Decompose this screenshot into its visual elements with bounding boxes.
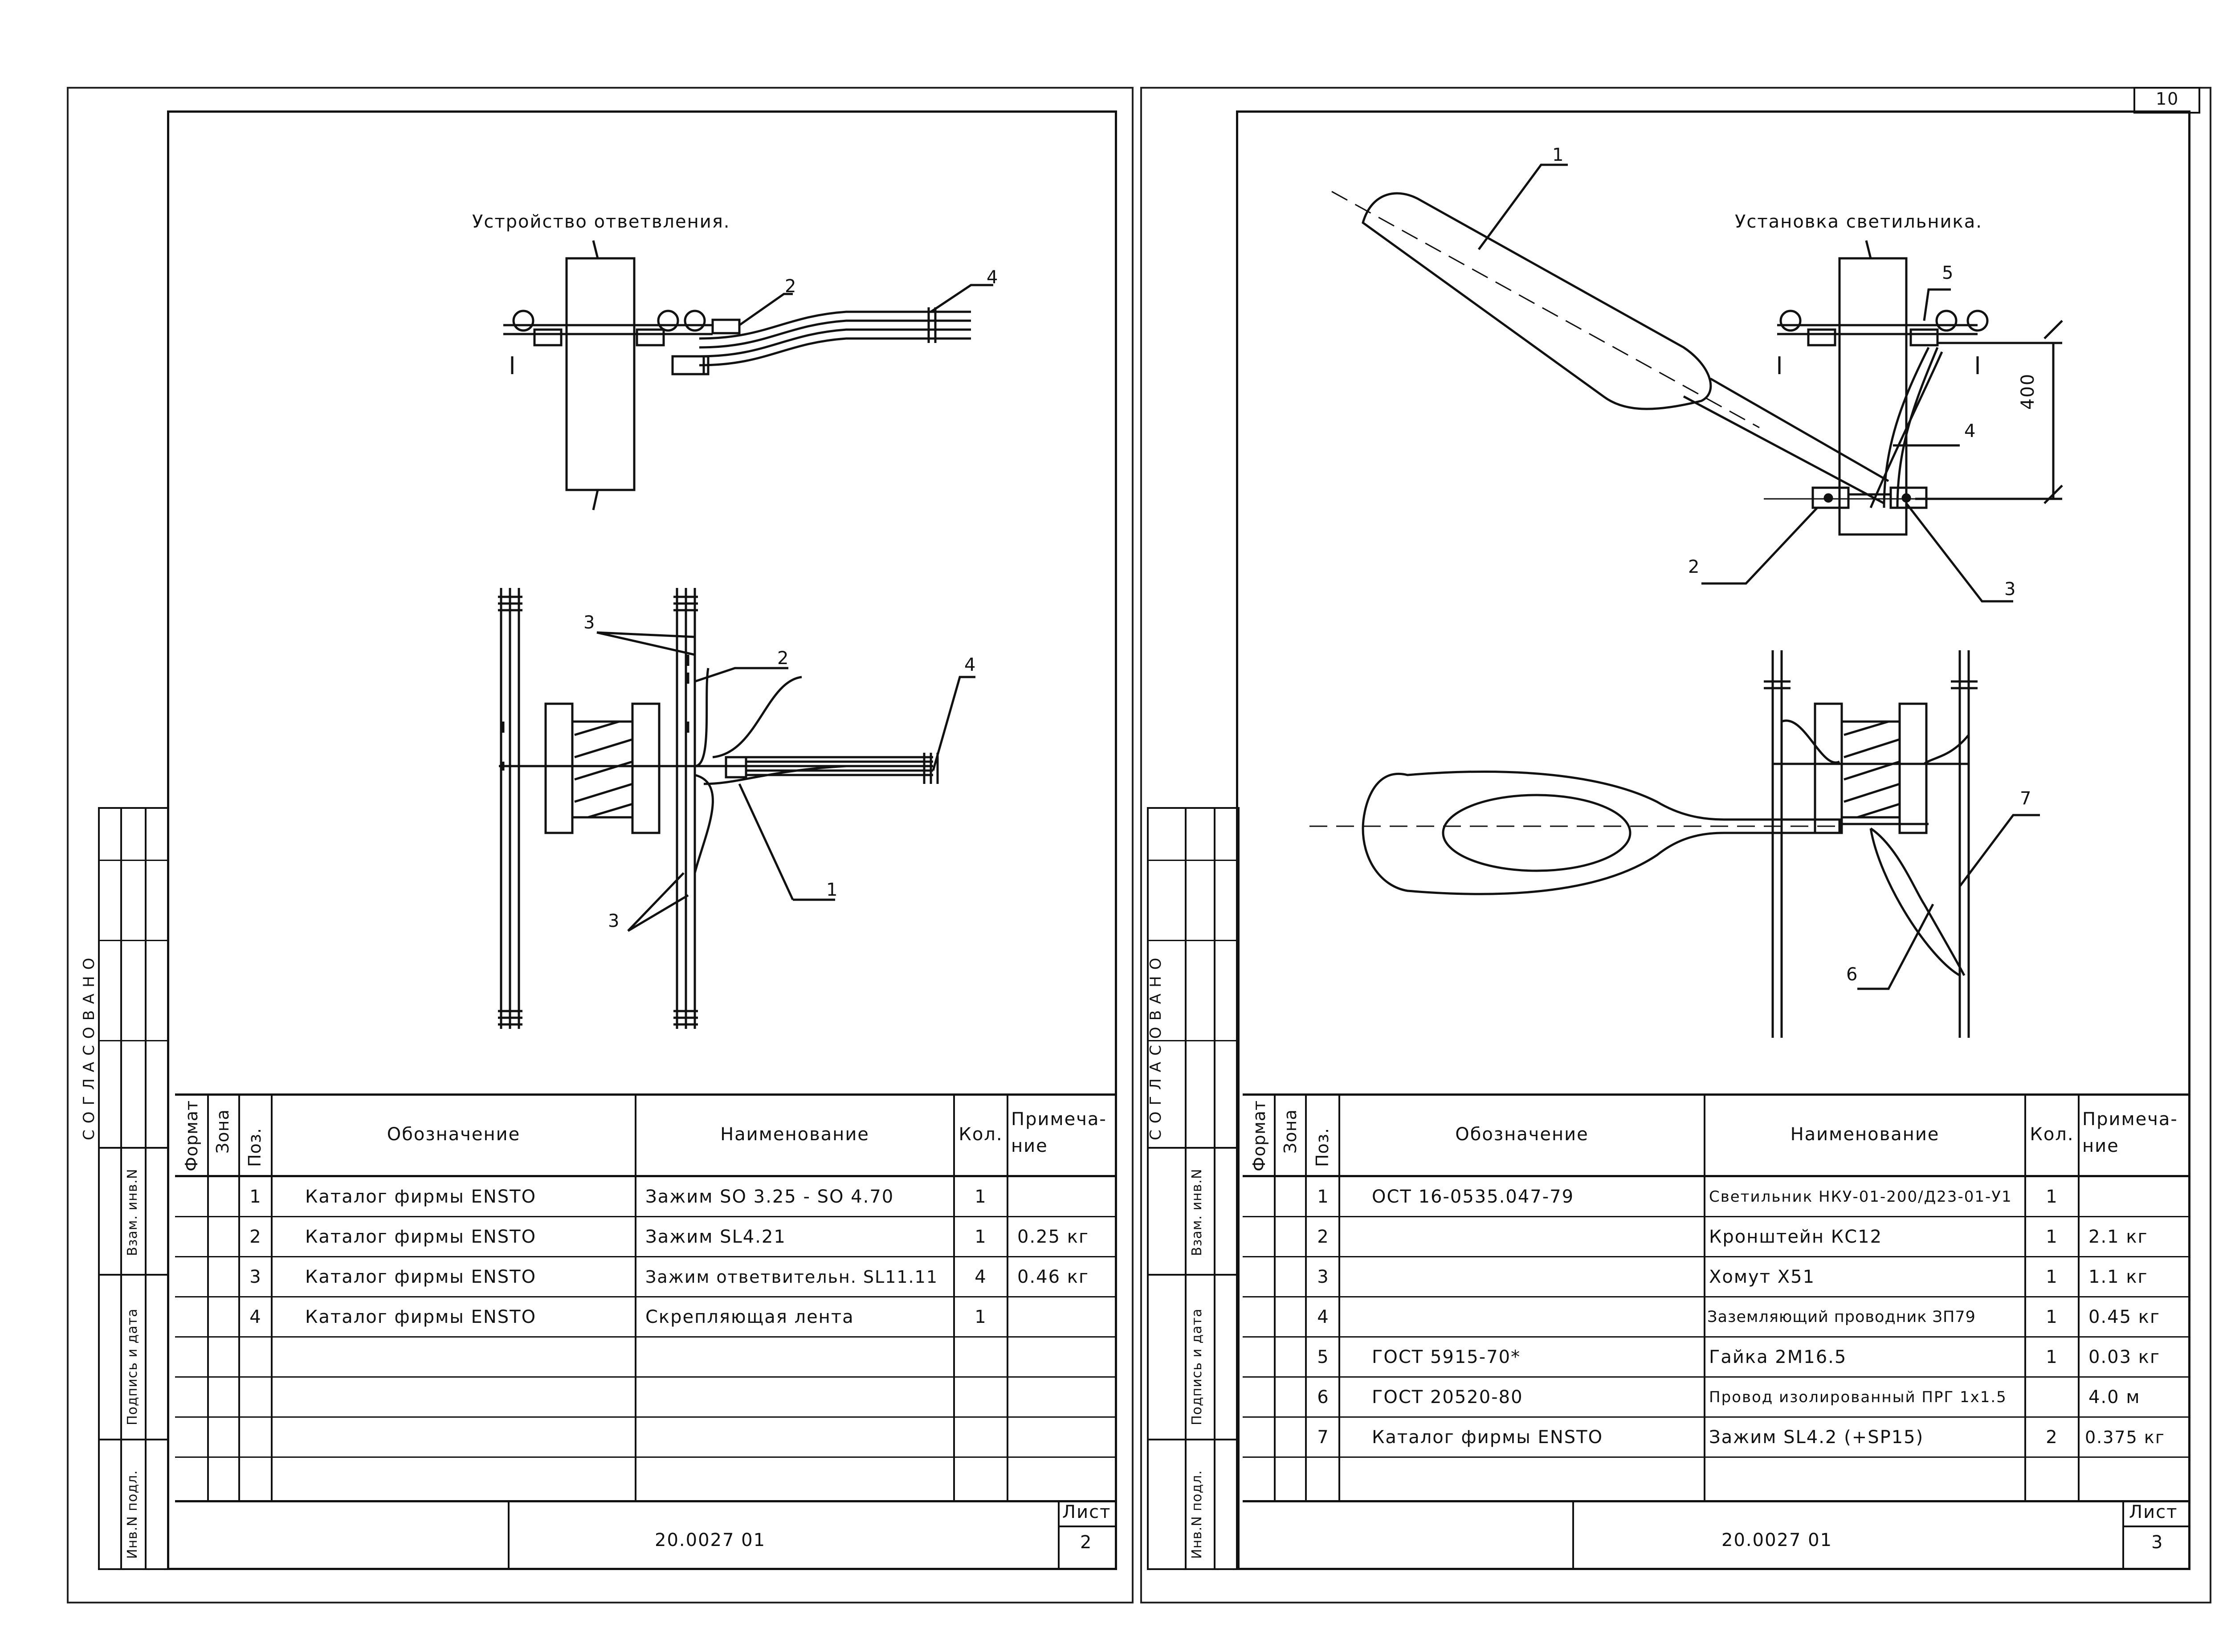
callout-6: 6 [1846,964,1859,985]
left-side-stamp [98,807,169,1570]
dimension-400: 400 [2018,373,2038,410]
table-row: 6 [1317,1387,1330,1407]
col-note-2: ние [2082,1136,2119,1156]
callout-5: 5 [1942,263,1954,283]
page-number-box [2133,87,2200,114]
col-note-1: Примеча- [1011,1109,1107,1130]
col-note-1: Примеча- [2082,1109,2178,1130]
doc-code: 20.0027 01 [1721,1530,1833,1550]
table-row: 2 [1317,1226,1330,1247]
table-row: 3 [249,1266,262,1287]
callout-2-top: 2 [785,276,797,297]
col-name: Наименование [1790,1124,1940,1145]
drawing-title: Устройство ответвления. [472,212,730,232]
callout-4-top: 4 [987,267,999,288]
pole-top-view [565,257,636,491]
sheet-number: 3 [2151,1532,2164,1553]
col-designation: Обозначение [1455,1124,1589,1145]
col-format: Формат [1249,1100,1269,1171]
drawing-title: Установка светильника. [1735,212,1982,232]
doc-code: 20.0027 01 [655,1530,766,1550]
callout-1: 1 [1552,145,1565,165]
callout-7: 7 [2020,788,2032,809]
callout-2-plan: 2 [777,648,790,669]
col-qty: Кол. [959,1124,1003,1145]
callout-1-plan: 1 [826,880,839,900]
right-side-stamp [1147,807,1240,1570]
sheet-label: Лист [1062,1502,1111,1522]
col-zone: Зона [1281,1109,1300,1154]
callout-3-b: 3 [608,911,620,931]
sheet-number: 2 [1080,1532,1093,1553]
luminaire-body [1362,192,1712,410]
left-sheet [67,87,1134,1603]
luminaire-plan [1362,771,1841,895]
callout-3-a: 3 [583,612,596,633]
right-sheet [1140,87,2211,1603]
col-designation: Обозначение [387,1124,521,1145]
callout-4: 4 [1964,421,1977,441]
sheet-label: Лист [2129,1502,2178,1522]
table-row: 7 [1317,1427,1330,1448]
table-row: 3 [1317,1266,1330,1287]
table-row: 2 [249,1226,262,1247]
col-pos: Поз. [1313,1127,1332,1167]
table-row: 5 [1317,1346,1330,1367]
page-number: 10 [2156,89,2179,109]
col-note-2: ние [1011,1136,1048,1156]
col-qty: Кол. [2030,1124,2074,1145]
table-row: 4 [1317,1306,1330,1327]
callout-4-plan: 4 [964,655,977,675]
bracket [1811,486,1850,509]
table-row: 1 [1317,1186,1330,1207]
right-drawing-frame [1236,110,2190,1570]
right-spec-table [1243,1093,2190,1503]
col-name: Наименование [720,1124,869,1145]
pole-section [571,720,634,819]
callout-3: 3 [2004,579,2017,600]
table-row: 4 [249,1306,262,1327]
left-spec-table [175,1093,1117,1503]
callout-2: 2 [1688,557,1701,577]
